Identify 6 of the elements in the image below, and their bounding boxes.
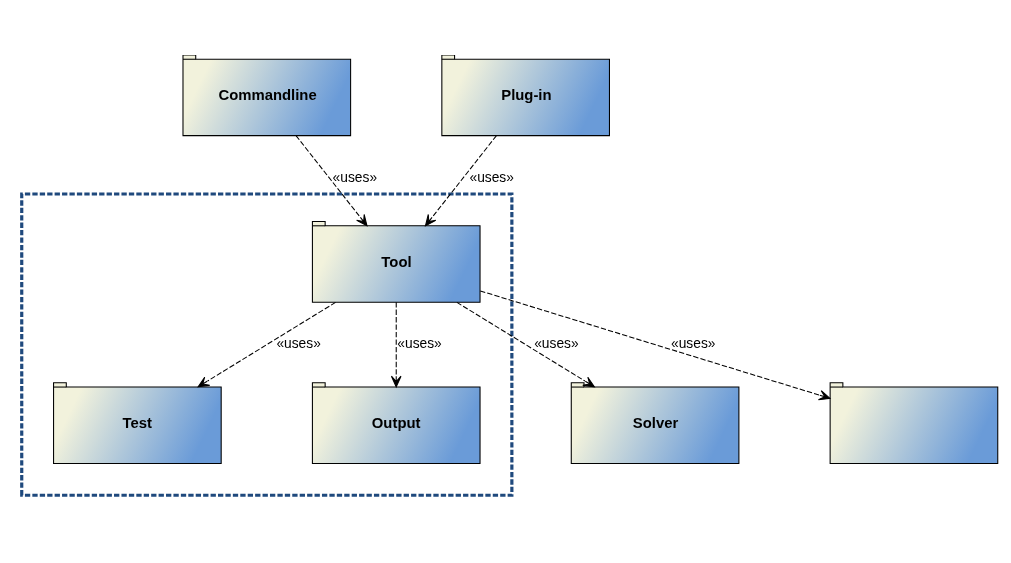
edge-label: «uses» [469, 169, 514, 185]
edge-label: «uses» [534, 336, 579, 352]
edge-label: «uses» [332, 169, 378, 185]
edge-label: «uses» [397, 336, 442, 352]
edge-label: «uses» [671, 336, 716, 352]
edge-label: «uses» [276, 336, 321, 352]
